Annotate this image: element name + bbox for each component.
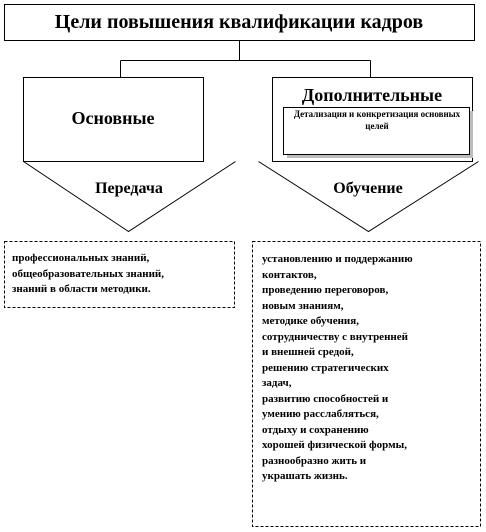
list-item: профессиональных знаний, bbox=[12, 252, 150, 264]
additional-arrow-shape bbox=[258, 161, 479, 233]
list-item: проведению переговоров, bbox=[262, 284, 389, 296]
list-item: отдыху и сохранению bbox=[262, 423, 369, 436]
list-item: установлению и поддержанию bbox=[262, 253, 413, 265]
list-item: и внешней средой, bbox=[262, 346, 354, 358]
detail-box bbox=[283, 107, 470, 155]
list-item: разнообразно жить и bbox=[262, 454, 367, 467]
list-item: хорошей физической формы, bbox=[262, 439, 407, 451]
main-goals-label: Основные bbox=[71, 108, 155, 128]
main-items-list: профессиональных знаний, общеобразовател… bbox=[12, 251, 234, 298]
additional-items-list: установлению и поддержанию контактов, пр… bbox=[262, 252, 476, 485]
additional-items-box bbox=[252, 241, 481, 527]
list-item: умению расслабляться, bbox=[262, 408, 379, 420]
list-item: развитию способностей и bbox=[262, 392, 389, 405]
diagram-title: Цели повышения квалификации кадров bbox=[54, 11, 424, 33]
main-items-box bbox=[4, 241, 235, 308]
additional-goals-label: Дополнительные bbox=[301, 85, 443, 105]
list-item: решению стратегических bbox=[262, 361, 389, 374]
list-item: методике обучения, bbox=[262, 315, 359, 327]
main-box bbox=[23, 77, 204, 162]
main-arrow-shape bbox=[23, 161, 236, 233]
list-item: контактов, bbox=[262, 268, 317, 281]
list-item: общеобразовательных знаний, bbox=[12, 267, 164, 280]
main-action-label: Передача bbox=[95, 180, 163, 197]
detail-note: Детализация и конкретизация основных цел… bbox=[293, 109, 461, 131]
list-item: украшать жизнь. bbox=[262, 470, 348, 482]
list-item: знаний в области методики. bbox=[12, 283, 151, 295]
list-item: сотрудничеству с внутренней bbox=[262, 330, 408, 343]
additional-action-label: Обучение bbox=[333, 180, 403, 197]
title-box bbox=[4, 4, 475, 41]
list-item: новым знаниям, bbox=[262, 299, 344, 312]
list-item: задач, bbox=[262, 377, 292, 389]
